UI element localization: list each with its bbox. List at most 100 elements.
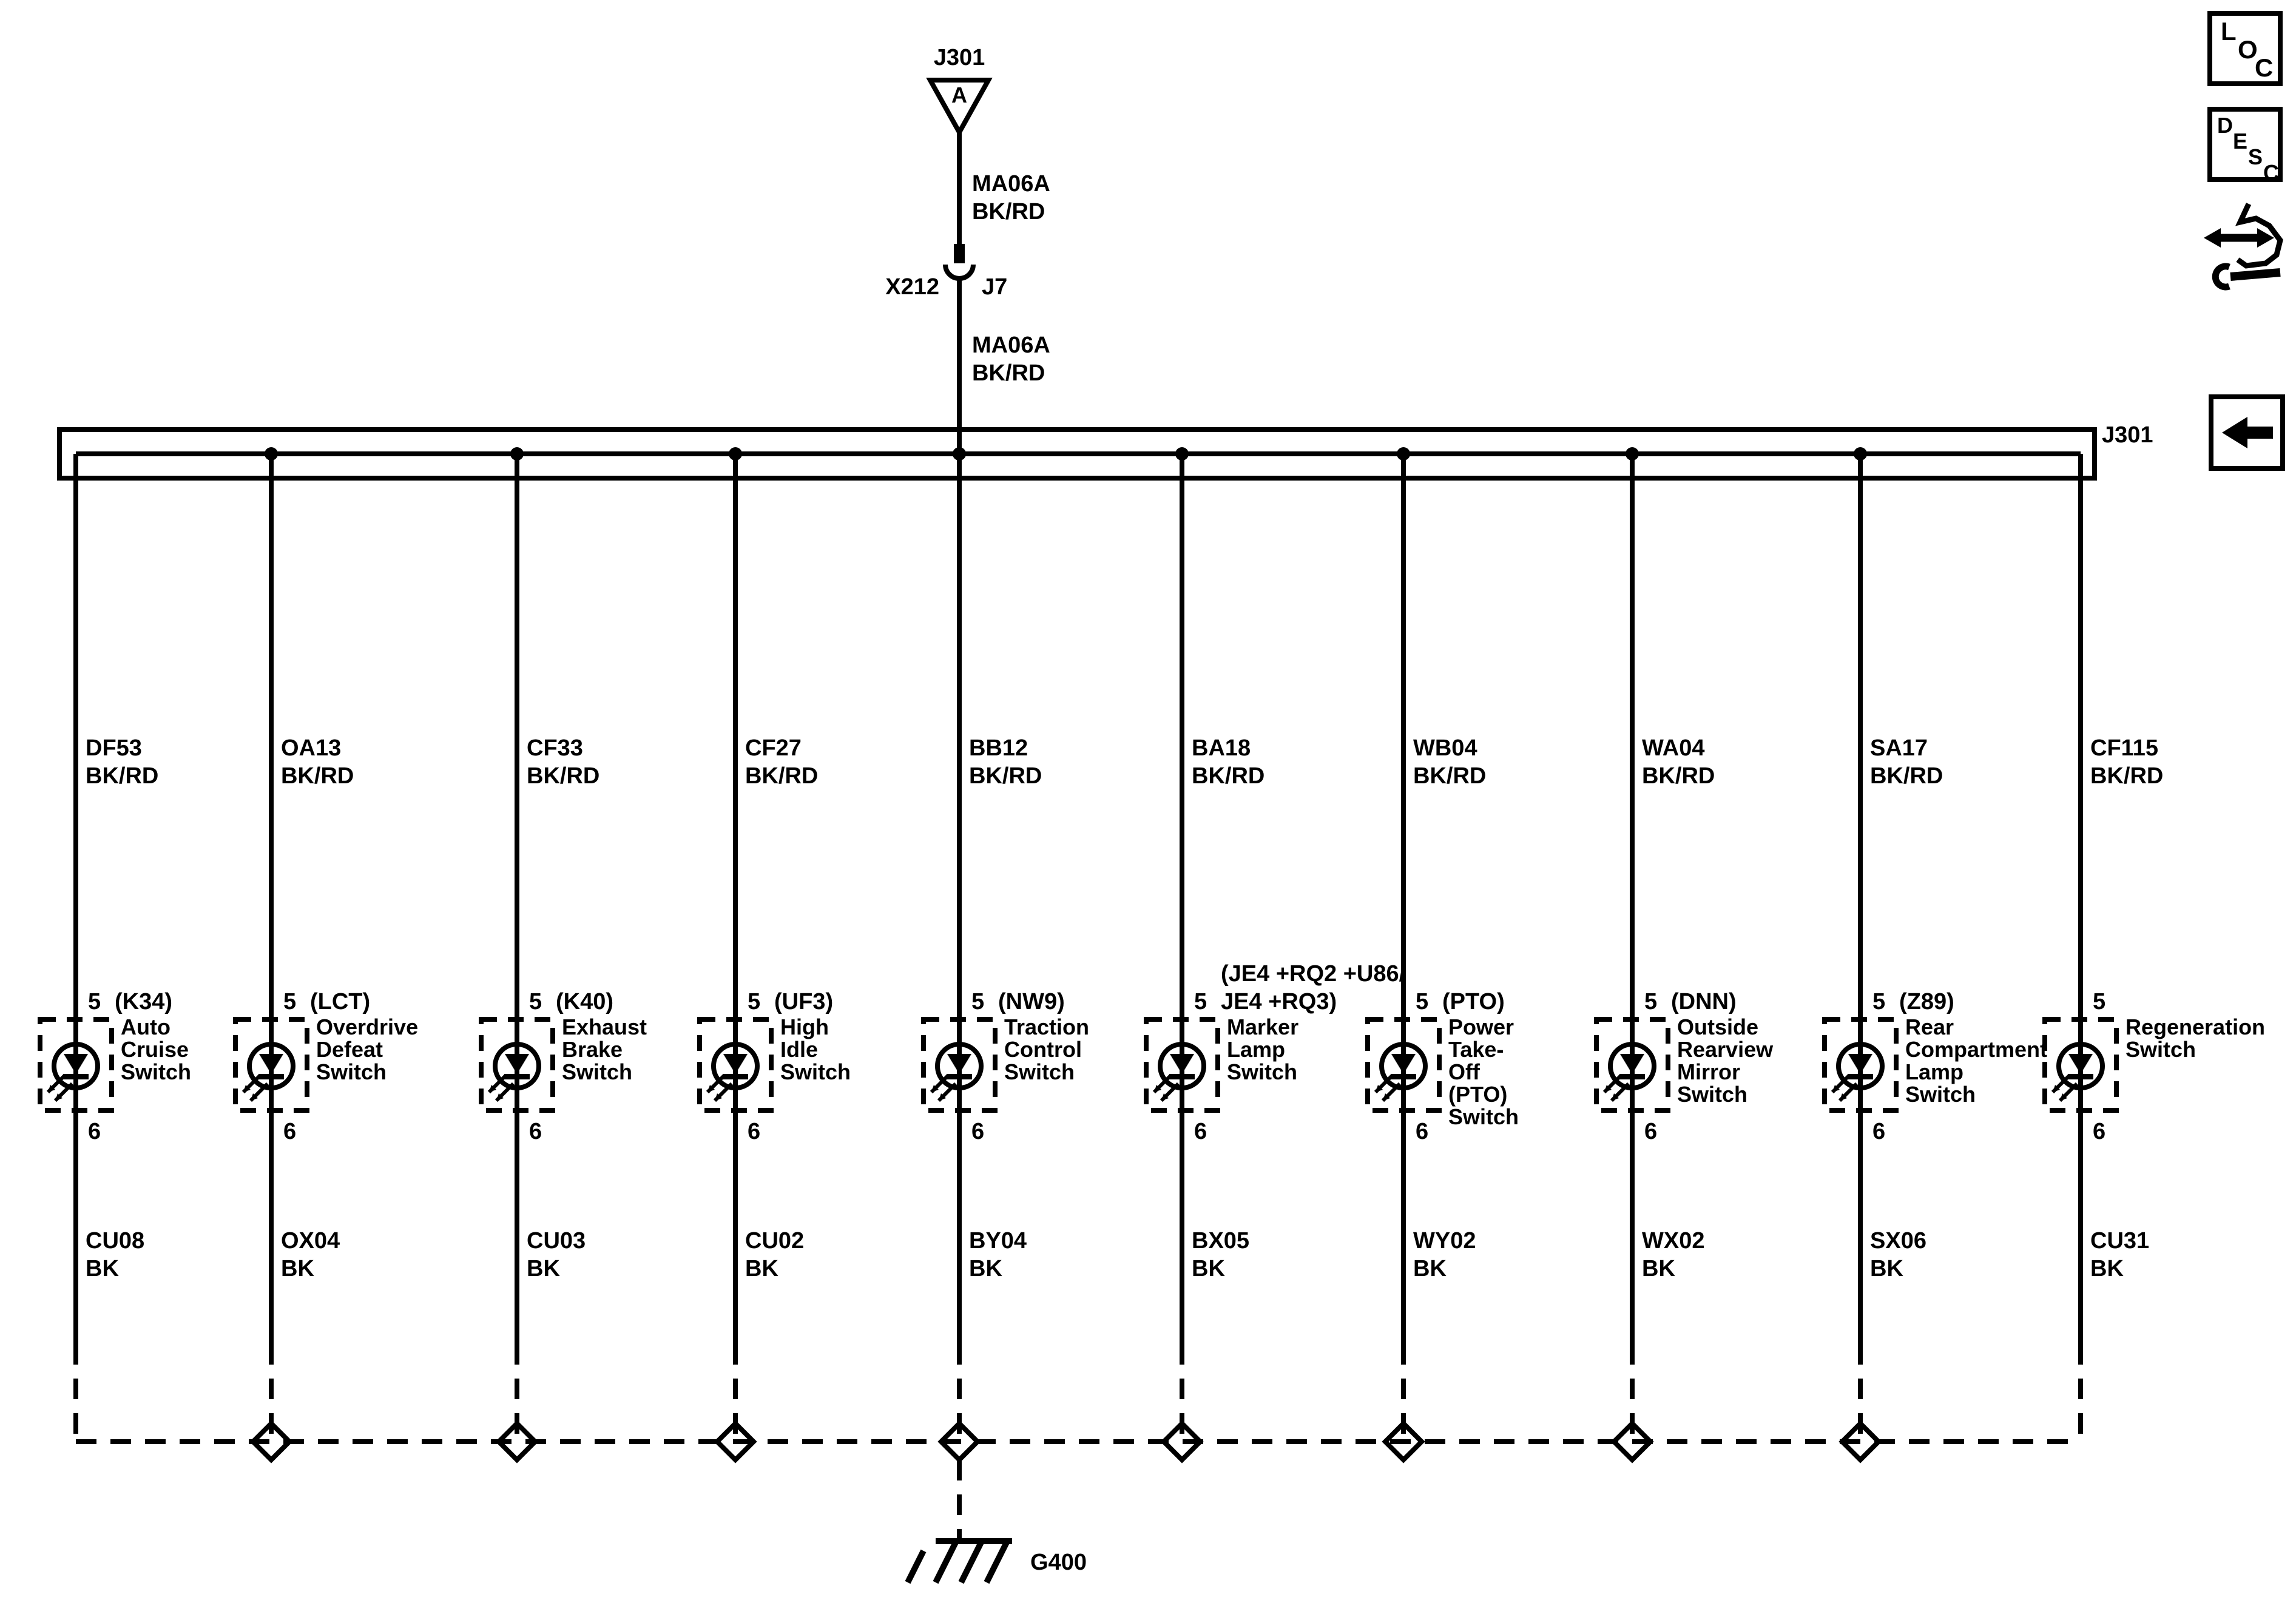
desc-letter-c: C [2263, 160, 2279, 185]
switch-name-label: Switch [121, 1059, 192, 1084]
switch-columns-linework [38, 447, 2119, 1463]
wire-label: WB04 [1413, 735, 1477, 761]
switch-name-label: Defeat [316, 1037, 383, 1062]
ground-splice-diamond [1610, 1420, 1654, 1463]
desc-button-box[interactable] [2207, 107, 2283, 182]
connector-code-label: (PTO) [1442, 989, 1505, 1014]
switch-column [1144, 447, 1220, 1463]
switch-name-label: Auto [121, 1014, 171, 1039]
desc-letter-s: S [2248, 144, 2263, 169]
switch-name-label: Lamp [1905, 1059, 1964, 1084]
switch-name-label: Mirror [1677, 1059, 1741, 1084]
wire-color-label: BK/RD [2090, 763, 2164, 789]
loc-button-box[interactable] [2207, 11, 2283, 86]
wire-color-label: BK/RD [527, 763, 600, 789]
bus-junction-dot [510, 447, 524, 461]
wire-bottom-label: WY02 [1413, 1228, 1476, 1254]
splice-label: X212 [885, 274, 939, 300]
switch-outline-box [233, 1017, 309, 1113]
wire-label: BB12 [969, 735, 1028, 761]
switch-column [2042, 454, 2119, 1442]
pin-top-label: 5 [1644, 989, 1658, 1014]
feed-terminal-letter: A [951, 83, 967, 107]
switch-name-label: Outside [1677, 1014, 1759, 1039]
loc-letter-l: L [2221, 17, 2237, 46]
switch-name-label: Control [1004, 1037, 1082, 1062]
service-info-icon[interactable] [2204, 203, 2283, 291]
switch-column [1594, 447, 1670, 1463]
wire-color-label: BK/RD [745, 763, 819, 789]
loc-letter-o: O [2238, 35, 2258, 64]
color-bottom-label: BK [969, 1256, 1002, 1281]
connector-code-label: JE4 +RQ3) [1221, 989, 1337, 1014]
pin-top-label: 5 [529, 989, 542, 1014]
wire-color-label: BK/RD [281, 763, 354, 789]
illumination-led-icon [1602, 1042, 1656, 1102]
wire-color-label: BK/RD [86, 763, 159, 789]
switch-name-label: Take- [1448, 1037, 1504, 1062]
bus-junction-dot [1397, 447, 1410, 461]
wire-label: CF33 [527, 735, 583, 761]
wire-label: CF115 [2090, 735, 2158, 761]
wire-bottom-label: BX05 [1192, 1228, 1250, 1254]
illumination-led-icon [487, 1042, 541, 1102]
switch-name-label: Rearview [1677, 1037, 1774, 1062]
back-arrow-icon [2222, 417, 2273, 448]
color-bottom-label: BK [1642, 1256, 1675, 1281]
switch-outline-box [697, 1017, 774, 1113]
ground-splice-diamond [495, 1420, 539, 1463]
switch-outline-box [1594, 1017, 1670, 1113]
wire-bottom-label: CU03 [527, 1228, 586, 1254]
ground-splice-diamond [714, 1420, 757, 1463]
illumination-led-icon [1374, 1042, 1428, 1102]
illumination-led-icon [2051, 1042, 2105, 1102]
connector-code-label: (NW9) [998, 989, 1065, 1014]
switch-name-label: Brake [562, 1037, 623, 1062]
pin-bottom-label: 6 [283, 1119, 297, 1144]
desc-letter-e: E [2233, 129, 2248, 154]
pin-top-label: 5 [1872, 989, 1886, 1014]
connector-code-label: (DNN) [1671, 989, 1737, 1014]
splice-blade-symbol [954, 244, 965, 263]
pin-bottom-label: 6 [1194, 1119, 1207, 1144]
back-arrow-button[interactable] [2209, 394, 2285, 471]
wire-bottom-label: CU02 [745, 1228, 805, 1254]
bus-connector-label: J301 [2102, 422, 2153, 448]
switch-column [1822, 447, 1899, 1463]
switch-name-label: Switch [562, 1059, 633, 1084]
switch-outline-box [2042, 1017, 2119, 1113]
pin-top-label: 5 [748, 989, 761, 1014]
switch-name-label: Switch [1905, 1082, 1976, 1107]
bus-junction-dot [265, 447, 278, 461]
switch-name-label: Marker [1227, 1014, 1299, 1039]
wire-bottom-label: SX06 [1870, 1228, 1926, 1254]
wire-color-label: BK/RD [1642, 763, 1715, 789]
switch-name-label: Switch [1004, 1059, 1075, 1084]
switch-outline-box [38, 1017, 114, 1113]
switch-name-label: Switch [2125, 1037, 2196, 1062]
feed-wire-name: MA06A [972, 171, 1050, 197]
connector-code-label: (UF3) [774, 989, 834, 1014]
connector-code-label: (LCT) [310, 989, 371, 1014]
wire-label: DF53 [86, 735, 142, 761]
switch-name-label: Exhaust [562, 1014, 647, 1039]
ground-symbol [905, 1538, 1012, 1584]
switch-name-label: Traction [1004, 1014, 1090, 1039]
illumination-led-icon [1831, 1042, 1885, 1102]
wire-bottom-label: CU31 [2090, 1228, 2150, 1254]
pin-bottom-label: 6 [1872, 1119, 1886, 1144]
switch-name-label: Switch [1227, 1059, 1298, 1084]
wire-bottom-label: WX02 [1642, 1228, 1705, 1254]
switch-outline-box [479, 1017, 555, 1113]
desc-letter-d: D [2217, 113, 2233, 138]
connector-code-label: (JE4 +RQ2 +U86/ [1221, 961, 1406, 987]
wire-bottom-label: OX04 [281, 1228, 340, 1254]
pin-top-label: 5 [1194, 989, 1207, 1014]
color-bottom-label: BK [1413, 1256, 1447, 1281]
wire-label: WA04 [1642, 735, 1705, 761]
switch-name-label: Idle [780, 1037, 819, 1062]
illumination-led-icon [930, 1042, 984, 1102]
switch-name-label: (PTO) [1448, 1082, 1508, 1107]
bus-connector-j301 [57, 427, 2097, 481]
